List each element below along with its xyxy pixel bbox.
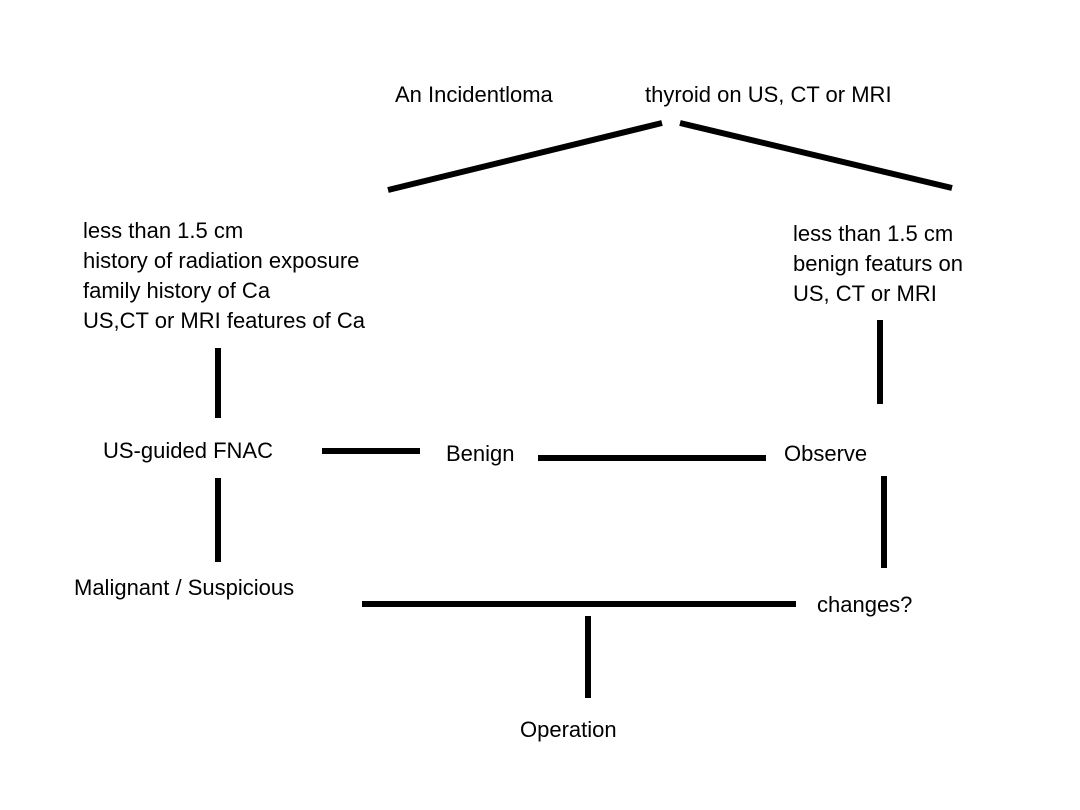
diagram-title-left: An Incidentloma [395, 82, 553, 107]
node-malignant-suspicious: Malignant / Suspicious [74, 575, 295, 600]
connector-root-right [679, 120, 953, 191]
connector-root-left [387, 120, 663, 193]
node-us-guided-fnac: US-guided FNAC [103, 438, 273, 463]
diagram-title-right: thyroid on US, CT or MRI [645, 82, 892, 107]
left-criteria-line: history of radiation exposure [83, 248, 360, 273]
left-criteria-line: US,CT or MRI features of Ca [83, 308, 366, 333]
right-criteria-line: less than 1.5 cm [793, 221, 954, 246]
right-criteria-line: US, CT or MRI [793, 281, 937, 306]
left-branch-criteria: less than 1.5 cm history of radiation ex… [83, 216, 365, 336]
node-observe: Observe [784, 441, 868, 466]
node-operation: Operation [520, 717, 617, 742]
left-criteria-line: less than 1.5 cm [83, 218, 244, 243]
left-criteria-line: family history of Ca [83, 278, 271, 303]
right-criteria-line: benign featurs on [793, 251, 964, 276]
node-benign: Benign [446, 441, 515, 466]
node-changes: changes? [817, 592, 913, 617]
right-branch-criteria: less than 1.5 cm benign featurs on US, C… [793, 219, 963, 309]
